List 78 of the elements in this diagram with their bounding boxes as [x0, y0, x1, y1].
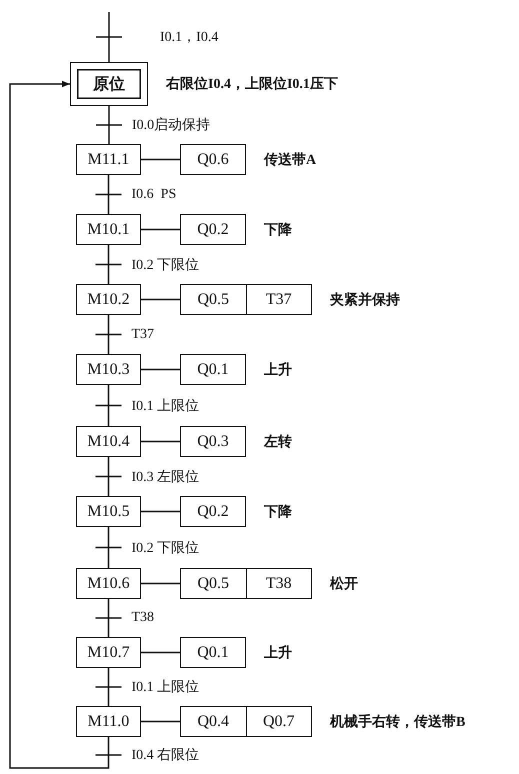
- transition-condition: I0.4 右限位: [130, 746, 200, 764]
- connector-line: [108, 106, 110, 144]
- step-name: M10.3: [86, 360, 131, 380]
- connector-line: [108, 527, 110, 568]
- action-address: Q0.1: [196, 360, 230, 380]
- connector-line: [141, 298, 180, 300]
- transition-condition: I0.0启动保持: [131, 116, 212, 134]
- return-arrow: [9, 80, 110, 769]
- action-description: 松开: [330, 575, 358, 592]
- step-box: [76, 426, 141, 457]
- action-description: 夹紧并保持: [330, 291, 400, 308]
- action-box: [180, 706, 312, 737]
- action-box: [180, 568, 312, 599]
- connector-line: [141, 652, 180, 654]
- action-description: 机械手右转，传送带B: [330, 713, 466, 730]
- step-name: M10.5: [86, 502, 131, 522]
- connector-line: [108, 599, 110, 637]
- connector-line: [141, 228, 180, 230]
- action-description: 上升: [264, 361, 292, 378]
- transition-condition: I0.1 上限位: [130, 678, 200, 696]
- connector-line: [141, 720, 180, 722]
- action-description: 上升: [264, 644, 292, 662]
- action-description: 下降: [264, 222, 292, 238]
- connector-line: [141, 510, 180, 512]
- step-name: M11.1: [86, 150, 130, 170]
- connector-line: [108, 12, 110, 62]
- action-address: Q0.2: [196, 502, 230, 522]
- connector-line: [108, 175, 110, 214]
- action-box: [180, 496, 246, 527]
- action-box: [180, 426, 246, 457]
- state-note: 右限位I0.4，上限位I0.1压下: [166, 75, 338, 93]
- transition-condition: I0.1 上限位: [130, 396, 200, 414]
- connector-line: [141, 368, 180, 370]
- action-address: Q0.5: [196, 574, 230, 594]
- transition-condition: I0.2 下限位: [130, 538, 200, 556]
- action-box: [180, 354, 246, 385]
- step-box: [76, 214, 141, 245]
- action-description: 左转: [264, 433, 292, 450]
- action-description: 传送带A: [264, 151, 316, 168]
- connector-line: [141, 582, 180, 584]
- connector-line: [141, 158, 180, 160]
- action-box: [180, 214, 246, 245]
- step-box: [76, 496, 141, 527]
- connector-line: [108, 385, 110, 426]
- transition-condition: I0.2 下限位: [130, 256, 200, 274]
- initial-step-box: [70, 62, 148, 106]
- step-box: [76, 637, 141, 668]
- action-address: T37: [246, 285, 311, 314]
- connector-line: [141, 440, 180, 442]
- connector-line: [108, 245, 110, 284]
- step-name: M10.2: [86, 290, 131, 310]
- action-description: 下降: [264, 504, 292, 520]
- action-address: Q0.4: [196, 712, 230, 732]
- action-address: Q0.1: [196, 642, 230, 662]
- action-address: Q0.5: [196, 290, 230, 310]
- step-name: M10.6: [86, 574, 131, 594]
- step-name: M10.1: [86, 220, 131, 240]
- transition-condition: I0.3 左限位: [130, 468, 200, 486]
- action-address: Q0.2: [196, 220, 230, 240]
- action-address: Q0.3: [196, 432, 230, 452]
- action-address: Q0.6: [196, 150, 230, 170]
- action-box: [180, 144, 246, 175]
- connector-line: [108, 457, 110, 496]
- action-address: Q0.7: [246, 707, 311, 736]
- connector-line: [108, 315, 110, 354]
- step-name: M10.4: [86, 432, 131, 452]
- step-box: [76, 706, 141, 737]
- step-box: [76, 144, 141, 175]
- connector-line: [108, 668, 110, 706]
- step-name: 原位: [92, 74, 126, 94]
- action-box: [180, 637, 246, 668]
- action-box: [180, 284, 312, 315]
- step-box: [76, 354, 141, 385]
- step-name: M10.7: [86, 642, 131, 662]
- step-box: [76, 568, 141, 599]
- step-box: [76, 284, 141, 315]
- step-name: M11.0: [86, 712, 130, 732]
- action-address: T38: [246, 569, 311, 598]
